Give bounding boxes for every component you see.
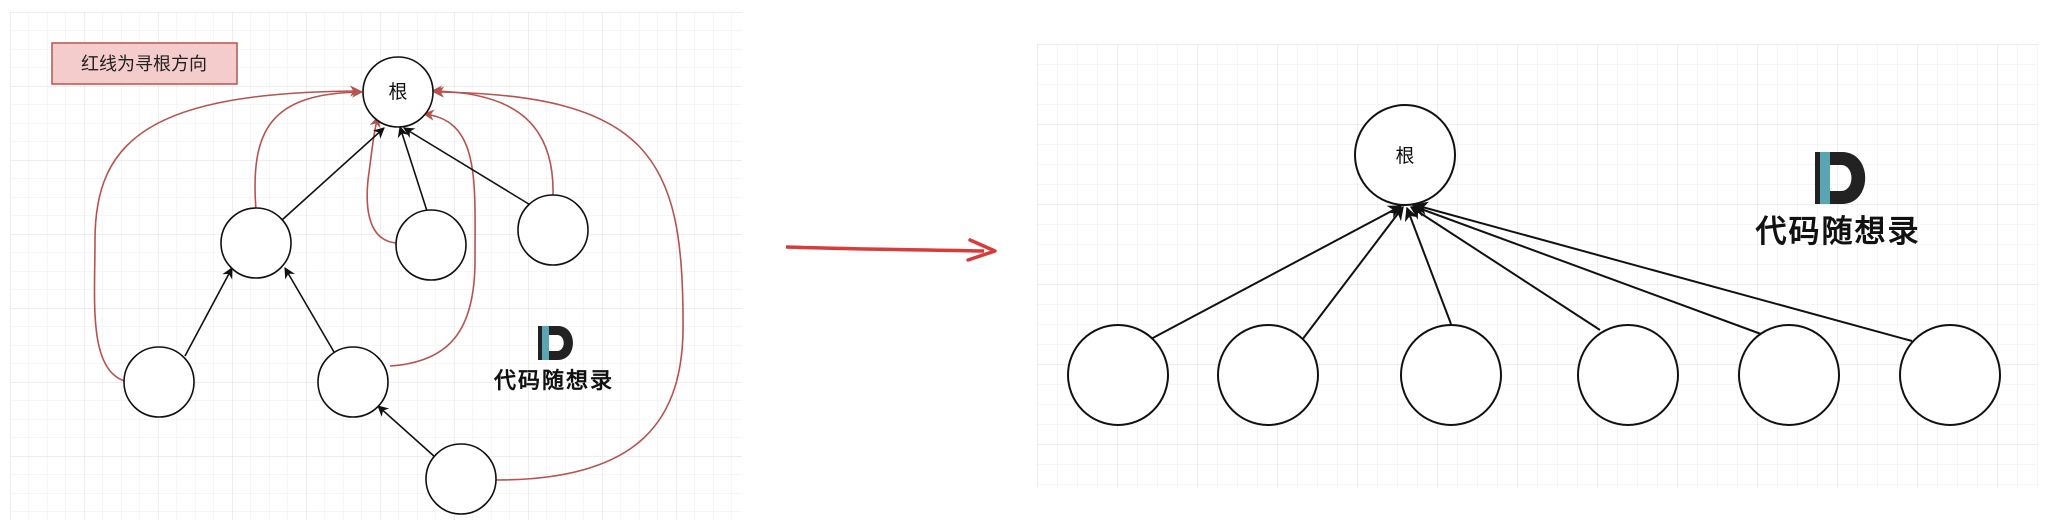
right-node-6	[1899, 324, 2001, 426]
left-node-bottom	[425, 443, 497, 515]
edge-r6-to-root	[1413, 201, 1913, 342]
left-node-bottomleft	[123, 346, 195, 418]
transition-arrow	[785, 238, 997, 262]
red-path-midleft-to-root	[254, 86, 364, 211]
left-root-node	[362, 56, 434, 128]
right-root-label: 根	[1395, 145, 1414, 167]
left-nodes	[123, 56, 589, 515]
edge-r3-to-root	[1404, 206, 1452, 325]
right-node-4	[1577, 324, 1679, 426]
red-path-bottommid-to-root	[389, 109, 476, 367]
edge-right-to-root	[403, 127, 533, 207]
right-node-2	[1217, 324, 1319, 426]
left-root-label: 根	[388, 81, 407, 103]
red-path-right-to-root	[430, 85, 554, 197]
edge-bottom-to-bottommid	[377, 405, 436, 458]
right-root-node	[1354, 104, 1456, 206]
left-black-edges	[184, 125, 533, 458]
edge-r4-to-root	[1409, 206, 1601, 331]
legend-box: 红线为寻根方向	[51, 42, 238, 85]
red-path-bottom-to-root	[432, 86, 684, 481]
edge-midleft-to-root	[281, 127, 385, 221]
right-black-edges	[1148, 201, 1913, 342]
left-logo-text: 代码随想录	[493, 368, 614, 394]
left-red-paths	[93, 85, 684, 481]
right-node-1	[1067, 324, 1169, 426]
left-node-mid	[395, 209, 467, 281]
red-path-mid-to-root	[366, 115, 397, 244]
edge-mid-to-root	[397, 125, 428, 212]
left-node-midleft	[220, 207, 292, 279]
edge-bottomleft-to-midleft	[184, 267, 233, 357]
left-node-bottommid	[317, 346, 389, 418]
left-logo-d-icon	[538, 326, 573, 360]
right-logo-text: 代码随想录	[1755, 214, 1921, 250]
legend-label: 红线为寻根方向	[81, 54, 207, 75]
right-grid-background	[1037, 44, 2038, 488]
right-node-3	[1400, 324, 1502, 426]
right-nodes	[1067, 104, 2001, 426]
edge-r2-to-root	[1301, 205, 1404, 341]
right-logo-d-icon	[1815, 152, 1866, 204]
edge-r1-to-root	[1148, 205, 1403, 341]
red-path-bottomleft-to-root	[93, 85, 362, 382]
right-logo: 代码随想录	[1755, 152, 1921, 250]
edge-bottommid-to-midleft	[284, 267, 335, 353]
edge-r5-to-root	[1411, 203, 1762, 335]
left-node-right	[517, 194, 589, 266]
left-logo: 代码随想录	[493, 326, 614, 394]
right-node-5	[1738, 324, 1840, 426]
